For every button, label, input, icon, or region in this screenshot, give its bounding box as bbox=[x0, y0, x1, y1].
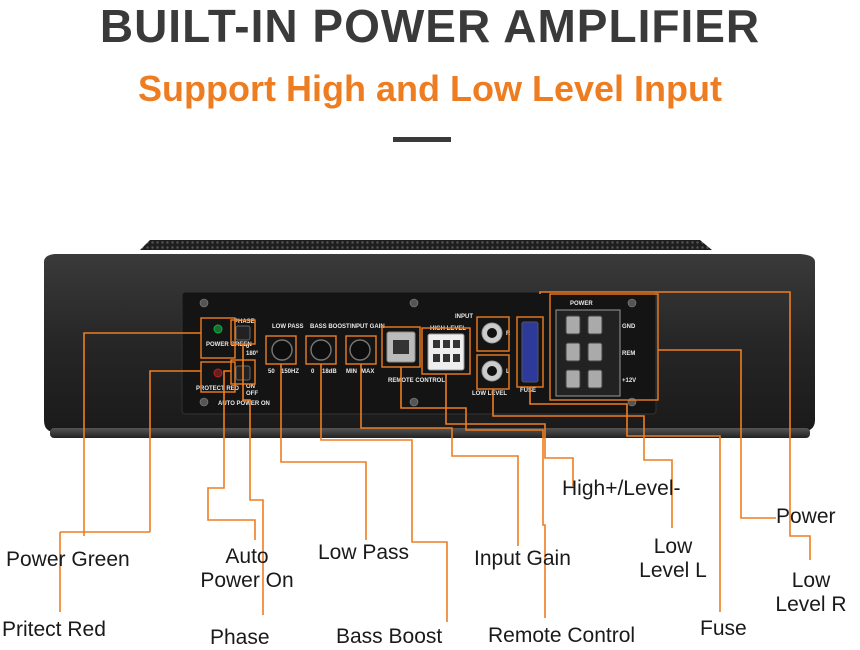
power-green-led bbox=[213, 324, 223, 334]
bass-boost-knob[interactable] bbox=[310, 339, 332, 361]
title-divider bbox=[393, 137, 451, 142]
protect-red-led bbox=[213, 368, 223, 378]
low-pass-knob-group: LOW PASS 50 150HZ bbox=[268, 324, 304, 375]
speaker-grill bbox=[140, 240, 712, 250]
svg-text:MIN: MIN bbox=[346, 369, 357, 375]
fuse-text: FUSE bbox=[520, 388, 536, 394]
power-terminal-text: POWER bbox=[570, 301, 593, 307]
auto-power-on-text: AUTO POWER ON bbox=[218, 401, 270, 407]
page-subtitle: Support High and Low Level Input bbox=[138, 68, 722, 109]
low-pass-knob[interactable] bbox=[271, 339, 293, 361]
page-title: BUILT-IN POWER AMPLIFIER bbox=[99, 0, 761, 52]
svg-text:50: 50 bbox=[268, 369, 275, 375]
svg-text:0: 0 bbox=[311, 369, 315, 375]
svg-text:L: L bbox=[506, 369, 510, 375]
high-level-connector[interactable] bbox=[427, 333, 465, 371]
input-gain-knob-group: INPUT GAIN MIN MAX bbox=[346, 324, 385, 375]
label-power: Power bbox=[776, 505, 836, 528]
label-fuse: Fuse bbox=[700, 617, 747, 640]
svg-text:+12V: +12V bbox=[622, 378, 636, 384]
svg-text:18dB: 18dB bbox=[322, 369, 337, 375]
remote-control-text: REMOTE CONTROL bbox=[388, 378, 445, 384]
label-power-green: Power Green bbox=[6, 548, 130, 571]
label-pritect-red: Pritect Red bbox=[2, 618, 106, 641]
bass-boost-text: BASS BOOST bbox=[310, 324, 350, 330]
fuse-holder[interactable] bbox=[521, 321, 539, 383]
phase-0-text: 0° bbox=[246, 344, 252, 350]
low-pass-text: LOW PASS bbox=[272, 324, 304, 330]
label-low-level-r: Low Level R bbox=[775, 569, 847, 616]
on-text: ON bbox=[246, 384, 255, 390]
svg-text:150HZ: 150HZ bbox=[281, 369, 299, 375]
label-auto-power-on: Auto Power On bbox=[200, 545, 294, 592]
label-low-pass: Low Pass bbox=[318, 541, 410, 564]
label-low-level-l: Low Level L bbox=[639, 535, 707, 582]
phase-switch[interactable] bbox=[235, 325, 251, 341]
leader-lines bbox=[59, 291, 811, 622]
device-base bbox=[50, 428, 810, 438]
power-terminal-screws[interactable] bbox=[565, 315, 603, 389]
svg-text:GND: GND bbox=[622, 324, 636, 330]
label-input-gain: Input Gain bbox=[474, 547, 571, 570]
label-remote-control: Remote Control bbox=[488, 624, 636, 647]
label-phase: Phase bbox=[210, 626, 270, 649]
phase-text: PHASE bbox=[234, 319, 255, 325]
label-bass-boost: Bass Boost bbox=[336, 625, 443, 648]
label-high-level: High+/Level- bbox=[562, 477, 681, 500]
high-level-text: HIGH LEVEL bbox=[430, 326, 466, 332]
input-gain-text: INPUT GAIN bbox=[350, 324, 385, 330]
off-text: OFF bbox=[246, 391, 258, 397]
highlight-boxes bbox=[200, 293, 659, 401]
low-level-text: LOW LEVEL bbox=[472, 391, 507, 397]
power-green-text: POWER GREEN bbox=[206, 342, 252, 348]
input-text: INPUT bbox=[455, 314, 473, 320]
svg-text:MAX: MAX bbox=[361, 369, 374, 375]
phase-180-text: 180° bbox=[246, 351, 259, 357]
protect-red-text: PROTECT RED bbox=[196, 386, 240, 392]
input-gain-knob[interactable] bbox=[349, 339, 371, 361]
svg-text:REM: REM bbox=[622, 351, 635, 357]
bass-boost-knob-group: BASS BOOST 0 18dB bbox=[310, 324, 350, 375]
